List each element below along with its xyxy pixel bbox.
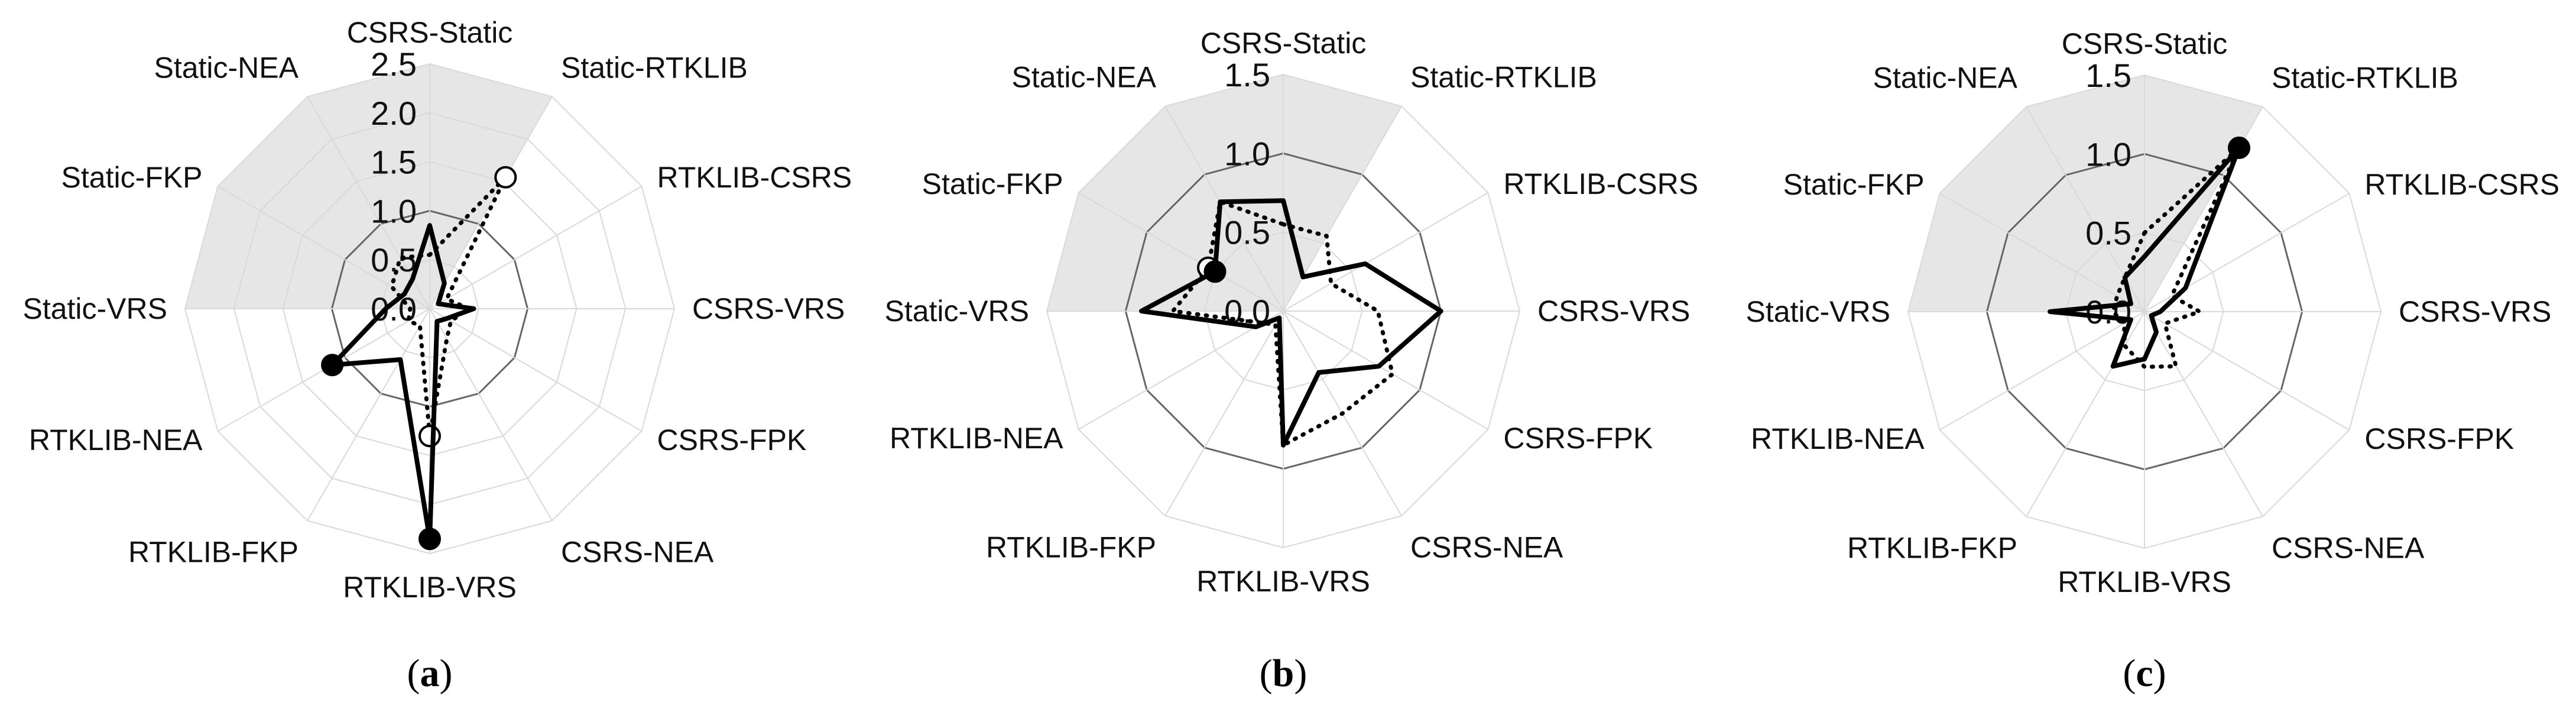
category-label-csrs-vrs: CSRS-VRS <box>2399 295 2551 328</box>
category-label-rtklib-nea: RTKLIB-NEA <box>29 423 203 457</box>
radial-tick-label: 2.0 <box>371 95 417 132</box>
category-label-rtklib-fkp: RTKLIB-FKP <box>986 530 1156 564</box>
category-label-static-nea: Static-NEA <box>1011 61 1156 94</box>
radial-tick-label: 0.5 <box>371 241 417 279</box>
category-label-csrs-vrs: CSRS-VRS <box>1537 295 1690 328</box>
grid-spoke <box>1078 192 1284 312</box>
category-label-static-fkp: Static-FKP <box>1783 168 1925 201</box>
category-label-static-nea: Static-NEA <box>154 51 299 85</box>
radial-tick-label: 1.0 <box>1224 135 1270 172</box>
category-label-static-fkp: Static-FKP <box>61 161 203 194</box>
category-label-rtklib-fkp: RTKLIB-FKP <box>1847 531 2017 564</box>
panel-caption-letter: b <box>1273 652 1295 695</box>
grid-spoke <box>1283 310 1488 430</box>
radial-tick-label: 1.0 <box>2085 135 2131 173</box>
grid-spoke <box>1164 310 1284 516</box>
category-label-rtklib-vrs: RTKLIB-VRS <box>343 571 517 604</box>
category-label-rtklib-nea: RTKLIB-NEA <box>1751 422 1925 455</box>
series-solid-marker <box>1203 260 1227 283</box>
panel-caption-letter: a <box>420 652 440 695</box>
radial-tick-label: 2.5 <box>371 46 417 83</box>
category-label-static-rtklib: Static-RTKLIB <box>1410 61 1597 94</box>
category-label-csrs-nea: CSRS-NEA <box>2272 531 2425 564</box>
grid-spoke <box>1283 192 1488 312</box>
category-label-static-rtklib: Static-RTKLIB <box>561 51 748 85</box>
radial-tick-label: 1.5 <box>2085 57 2131 94</box>
shaded-sector <box>185 64 552 309</box>
series-solid-line <box>2048 145 2241 369</box>
category-label-csrs-fpk: CSRS-FPK <box>1503 422 1653 455</box>
series-dotted-marker <box>494 166 517 189</box>
panel-caption: (c) <box>2123 652 2166 695</box>
category-label-static-vrs: Static-VRS <box>884 295 1029 328</box>
grid-spoke <box>429 308 553 522</box>
category-label-static-fkp: Static-FKP <box>922 167 1063 200</box>
category-label-csrs-static: CSRS-Static <box>2062 27 2228 60</box>
category-label-static-vrs: Static-VRS <box>22 292 167 325</box>
radial-tick-label: 1.5 <box>1224 56 1270 93</box>
radial-tick-label: 0.5 <box>1224 214 1270 251</box>
panel-caption: (a) <box>407 652 453 695</box>
radar-panel-b: 0.00.51.01.5CSRS-StaticStatic-RTKLIBRTKL… <box>884 27 1698 695</box>
category-label-rtklib-csrs: RTKLIB-CSRS <box>657 161 852 194</box>
category-label-csrs-fpk: CSRS-FPK <box>2364 422 2514 455</box>
category-label-static-nea: Static-NEA <box>1873 62 2017 95</box>
grid-spoke <box>2144 311 2263 517</box>
grid-spoke <box>429 308 643 432</box>
radar-panel-a: 0.00.51.01.52.02.5CSRS-StaticStatic-RTKL… <box>22 16 852 695</box>
category-label-csrs-nea: CSRS-NEA <box>1410 530 1563 564</box>
series-dotted-line <box>2111 145 2241 369</box>
category-label-static-vrs: Static-VRS <box>1746 295 1890 328</box>
grid-spoke <box>429 96 553 309</box>
grid-spoke <box>2144 311 2350 431</box>
category-label-static-rtklib: Static-RTKLIB <box>2272 62 2458 95</box>
grid-spoke <box>2026 311 2145 517</box>
radial-tick-label: 0.0 <box>2085 293 2131 331</box>
category-label-csrs-vrs: CSRS-VRS <box>692 292 845 325</box>
shaded-sector <box>1908 75 2263 312</box>
category-label-csrs-static: CSRS-Static <box>347 16 513 49</box>
grid-spoke <box>1078 310 1284 430</box>
category-label-rtklib-csrs: RTKLIB-CSRS <box>2364 168 2559 201</box>
category-label-rtklib-nea: RTKLIB-NEA <box>890 422 1063 455</box>
category-label-rtklib-vrs: RTKLIB-VRS <box>2058 565 2231 598</box>
category-label-rtklib-vrs: RTKLIB-VRS <box>1196 565 1370 598</box>
panel-caption-letter: c <box>2136 652 2153 695</box>
category-label-rtklib-fkp: RTKLIB-FKP <box>128 536 299 569</box>
shaded-sector <box>1047 75 1401 311</box>
category-label-csrs-nea: CSRS-NEA <box>561 536 714 569</box>
radial-tick-label: 0.5 <box>2085 215 2131 252</box>
series-dotted-marker <box>418 425 441 448</box>
grid-spoke <box>1939 193 2145 312</box>
grid-spoke <box>429 186 643 309</box>
panel-caption: (b) <box>1260 652 1308 695</box>
grid-spoke <box>1939 311 2145 431</box>
grid-spoke <box>1164 106 1284 312</box>
series-solid-marker <box>321 354 344 377</box>
grid-spoke <box>307 308 430 522</box>
grid-spoke <box>307 96 430 309</box>
category-label-rtklib-csrs: RTKLIB-CSRS <box>1503 167 1698 200</box>
category-label-csrs-fpk: CSRS-FPK <box>657 423 807 457</box>
series-solid-marker <box>418 528 441 551</box>
category-label-csrs-static: CSRS-Static <box>1201 27 1367 60</box>
series-solid-marker <box>2228 136 2250 159</box>
radial-tick-label: 1.0 <box>371 192 417 229</box>
radial-tick-label: 1.5 <box>371 144 417 181</box>
